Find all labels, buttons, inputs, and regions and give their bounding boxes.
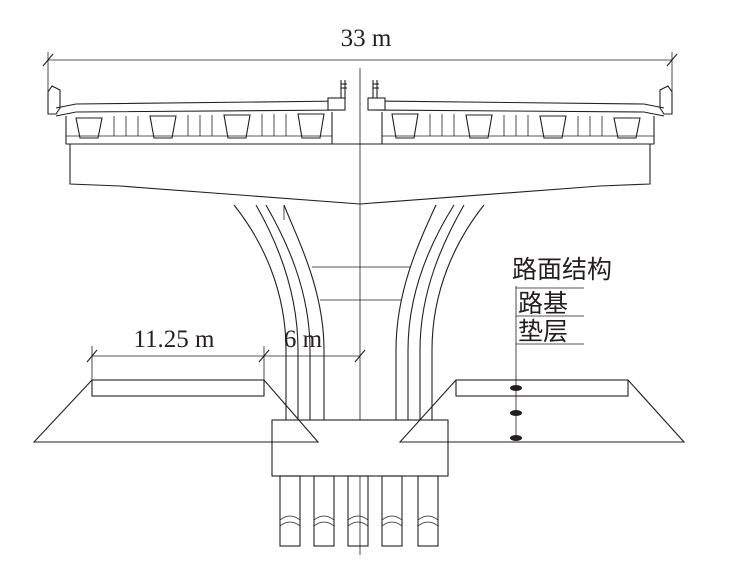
side-span-label: 11.25 m [133,326,215,353]
pier-columns [233,204,485,420]
left-deck [47,80,347,145]
right-deck [367,80,673,145]
layer-legend [510,286,584,441]
pier-cap [69,143,651,205]
piles [279,475,439,547]
pavement-structure-label: 路面结构 [512,255,612,284]
right-embankment [398,379,686,443]
pile-cap [271,419,449,477]
cushion-layer-label: 垫层 [518,317,568,346]
lower-dimensions [86,346,366,380]
offset-label: 6 m [284,326,323,353]
span-label: 33 m [341,25,392,52]
subgrade-label: 路基 [518,289,568,318]
